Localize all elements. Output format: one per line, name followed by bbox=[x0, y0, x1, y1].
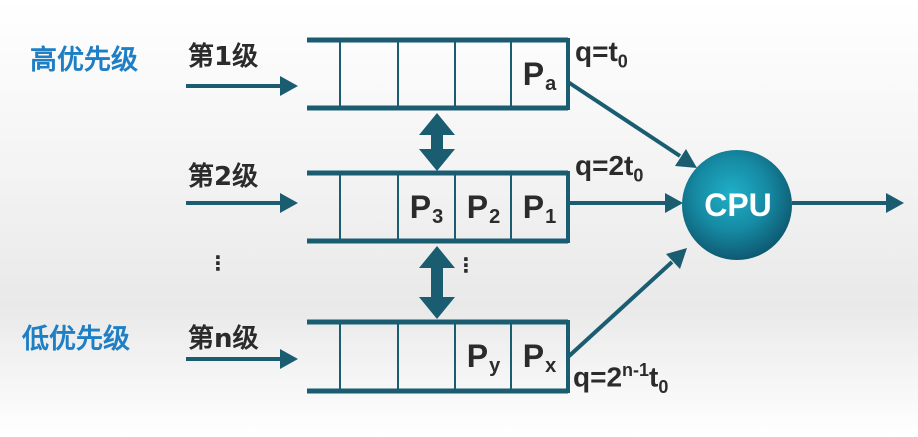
queue-n bbox=[307, 319, 570, 394]
double-arrow-1-2 bbox=[419, 113, 455, 171]
incoming-arrowhead-n bbox=[280, 349, 298, 369]
cpu-circle bbox=[682, 150, 792, 260]
queue-ellipsis: ⋮ bbox=[456, 253, 476, 277]
high-priority-label: 高优先级 bbox=[30, 45, 138, 76]
queue-2 bbox=[307, 170, 570, 244]
cpu-arrowhead-2 bbox=[665, 193, 683, 213]
cpu-arrowhead-n bbox=[666, 248, 687, 269]
queue-2-label: 第2级 bbox=[188, 162, 259, 192]
quantum-label-1: q=t0 bbox=[575, 36, 628, 72]
double-arrow-2-n bbox=[419, 246, 455, 319]
cpu-label: CPU bbox=[704, 186, 772, 223]
left-ellipsis: ⋮ bbox=[208, 251, 228, 275]
incoming-arrows bbox=[186, 84, 282, 361]
cpu-output-arrowhead bbox=[886, 193, 904, 213]
cpu-arrowhead-1 bbox=[675, 149, 697, 168]
incoming-arrowhead-1 bbox=[280, 76, 298, 96]
incoming-arrowhead-2 bbox=[280, 193, 298, 213]
quantum-label-n: q=2n-1t0 bbox=[573, 360, 669, 397]
queue-n-label: 第n级 bbox=[188, 324, 259, 354]
queue-1-label: 第1级 bbox=[188, 42, 259, 72]
low-priority-label: 低优先级 bbox=[22, 324, 130, 355]
quantum-label-2: q=2t0 bbox=[575, 150, 644, 186]
cpu-input-arrows bbox=[566, 80, 682, 359]
queue-1 bbox=[307, 37, 570, 111]
